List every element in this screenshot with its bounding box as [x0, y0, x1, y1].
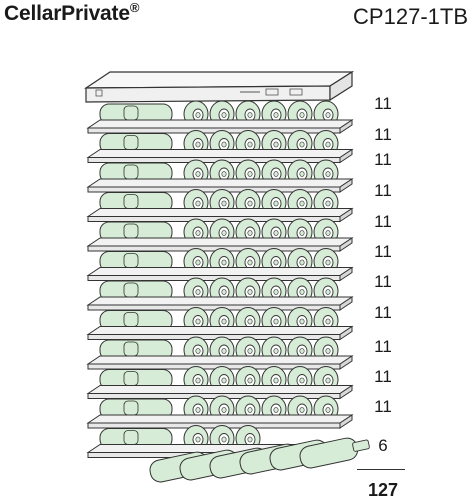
shelf-count-8: 11: [374, 303, 392, 322]
shelf-9: [86, 336, 354, 370]
total-count: 127: [367, 480, 399, 500]
top-panel: [83, 70, 355, 103]
shelf-count-1: 11: [374, 94, 392, 113]
brand-logo: CellarPrivate®: [4, 0, 139, 26]
shelf-10: [86, 366, 354, 400]
side-bottle: [99, 221, 173, 243]
shelf-count-5: 11: [374, 212, 392, 231]
shelf-1: [86, 100, 354, 134]
shelf-count-11: 11: [374, 397, 392, 416]
registered-mark: ®: [129, 0, 140, 15]
side-bottle: [99, 398, 173, 420]
total-divider: [357, 469, 405, 470]
shelf-count-3: 11: [374, 150, 392, 169]
shelf-count-12: 6: [378, 436, 388, 455]
side-bottle: [99, 339, 173, 361]
shelf-count-10: 11: [374, 367, 392, 386]
model-number: CP127-1TB: [353, 4, 468, 29]
shelf-4: [86, 189, 354, 223]
shelf-5: [86, 218, 354, 252]
shelf-count-4: 11: [374, 181, 392, 200]
shelf-2: [86, 130, 354, 164]
shelf-count-9: 11: [374, 337, 392, 356]
shelf-3: [86, 159, 354, 193]
shelf-8: [86, 307, 354, 341]
side-bottle: [99, 162, 173, 184]
side-bottle: [99, 369, 173, 390]
shelf-count-6: 11: [374, 242, 392, 261]
shelf-7: [86, 277, 354, 311]
shelf-11: [86, 395, 354, 429]
shelf-count-7: 11: [374, 272, 392, 291]
shelf-count-2: 11: [374, 125, 392, 144]
side-bottle: [99, 310, 173, 331]
loose-bottle: [299, 437, 370, 469]
side-bottle: [99, 280, 173, 302]
side-bottle: [99, 251, 173, 272]
shelf-6: [86, 248, 354, 282]
brand-name: CellarPrivate: [4, 2, 130, 25]
bottom-bottles: [149, 437, 370, 483]
